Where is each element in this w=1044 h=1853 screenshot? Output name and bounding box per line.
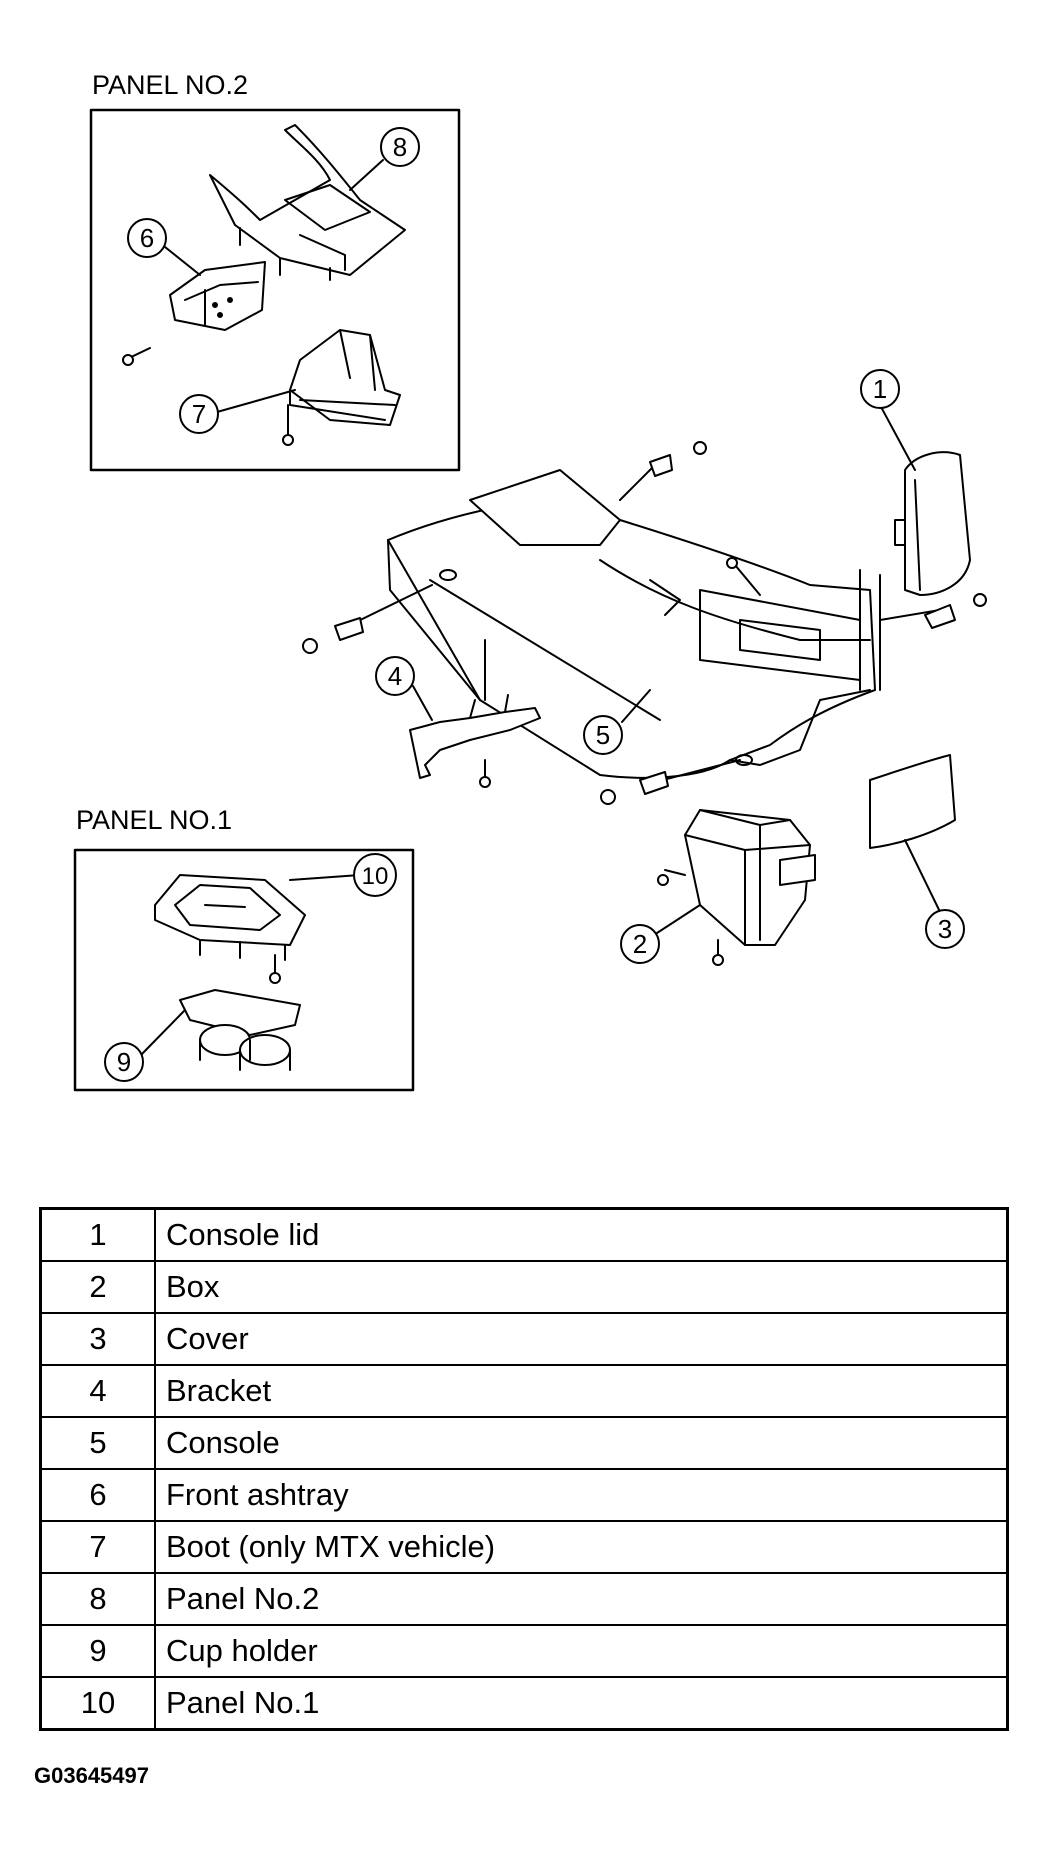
cover-part [869,754,956,849]
legend-number: 9 [39,1624,156,1678]
callout-1: 1 [860,369,900,409]
main-console-part [302,441,987,805]
legend-number: 8 [39,1572,156,1626]
figure-code: G03645497 [34,1763,149,1788]
callout-2-label: 2 [633,929,647,959]
callout-4-label: 4 [388,661,402,691]
callout-6-label: 6 [140,223,154,253]
legend-description: Bracket [154,1364,1009,1418]
panel-no2-part [209,124,406,281]
legend-number: 6 [39,1468,156,1522]
legend-description: Panel No.2 [154,1572,1009,1626]
legend-description: Box [154,1260,1009,1314]
exploded-console-diagram: 1 2 3 4 5 6 7 8 9 10 [73,108,987,1092]
callouts: 1 2 3 4 5 6 7 8 9 10 [104,127,965,1082]
callout-7-label: 7 [192,399,206,429]
callout-8-label: 8 [393,132,407,162]
callout-7: 7 [179,394,219,434]
legend-number: 7 [39,1520,156,1574]
bracket-part [409,694,541,788]
callout-9-label: 9 [117,1047,131,1077]
callout-6: 6 [127,218,167,258]
callout-10: 10 [353,853,397,897]
legend-number: 4 [39,1364,156,1418]
legend-description: Cup holder [154,1624,1009,1678]
legend-description: Console [154,1416,1009,1470]
legend-description: Console lid [154,1207,1009,1262]
shift-boot-part [282,329,401,446]
legend-description: Front ashtray [154,1468,1009,1522]
front-ashtray-part [122,261,266,366]
legend-description: Cover [154,1312,1009,1366]
callout-3-label: 3 [938,914,952,944]
panel1-frame [73,848,415,1092]
panel1-title: PANEL NO.1 [76,805,233,835]
legend-description: Boot (only MTX vehicle) [154,1520,1009,1574]
console-lid-part [859,451,971,691]
callout-3: 3 [925,909,965,949]
legend-number: 2 [39,1260,156,1314]
box-part [657,809,816,966]
callout-1-label: 1 [873,374,887,404]
legend-number: 3 [39,1312,156,1366]
callout-4: 4 [375,656,415,696]
callout-9: 9 [104,1042,144,1082]
callout-10-label: 10 [362,863,389,890]
panel2-frame [89,108,461,472]
cup-holder-part [179,989,301,1071]
callout-8: 8 [380,127,420,167]
callout-5: 5 [583,715,623,755]
callout-5-label: 5 [596,720,610,750]
legend-number: 10 [39,1676,156,1731]
callout-2: 2 [620,924,660,964]
legend-description: Panel No.1 [154,1676,1009,1731]
panel-no1-part [154,874,306,984]
panel2-title: PANEL NO.2 [92,70,249,100]
legend-number: 5 [39,1416,156,1470]
legend-number: 1 [39,1207,156,1262]
